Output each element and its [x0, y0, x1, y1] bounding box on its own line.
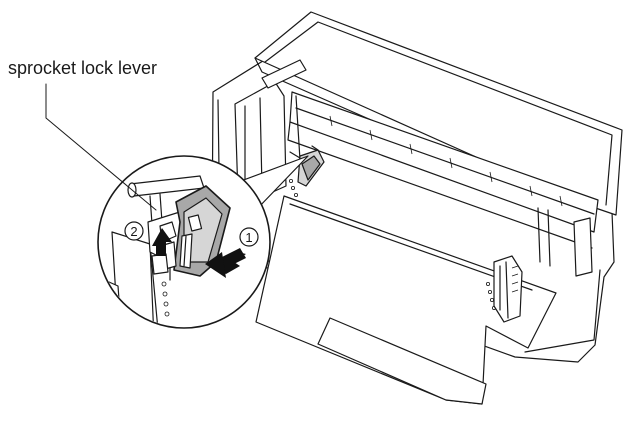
step-number-2: 2 — [130, 224, 137, 239]
detail-zoom — [97, 155, 271, 329]
step-marker-2: 2 — [124, 221, 144, 241]
platen-assembly — [287, 91, 599, 277]
step-number-1: 1 — [245, 230, 252, 245]
sprocket-lock-lever — [173, 185, 231, 277]
arrow-push-icon — [205, 248, 246, 278]
callout-label: sprocket lock lever — [8, 58, 157, 78]
continuous-paper — [255, 171, 557, 405]
callout-leader — [45, 83, 157, 211]
right-tractor — [493, 255, 523, 323]
arrow-up-icon — [152, 228, 172, 256]
step-marker-1: 1 — [239, 227, 259, 247]
